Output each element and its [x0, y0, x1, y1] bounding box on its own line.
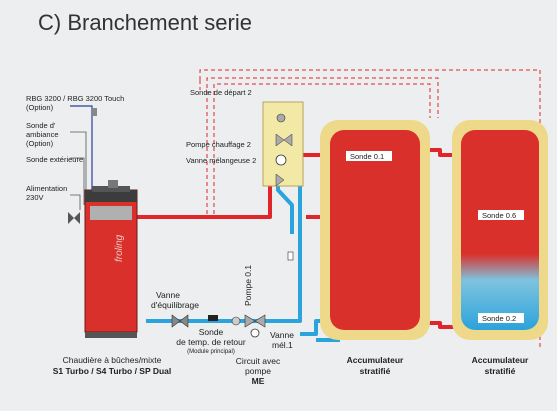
acc2-caption-1: Accumulateur	[472, 355, 529, 365]
heating-circuit-module	[262, 101, 304, 187]
boiler-brand: froling	[114, 234, 125, 262]
sonde-ext: Sonde extérieure	[26, 155, 83, 164]
circuit-caption-3: ME	[252, 376, 265, 386]
vanne-eq-2: d'équilibrage	[151, 300, 199, 310]
pump01-icon	[231, 316, 241, 326]
pompe-chauff: Pompe chauffage 2	[186, 140, 251, 149]
sonde06-label: Sonde 0.6	[482, 211, 516, 220]
page-title: C) Branchement serie	[38, 10, 252, 35]
sonde01-box	[346, 151, 392, 161]
sonde-amb-3: (Option)	[26, 139, 54, 148]
acc1-caption-2: stratifié	[360, 366, 391, 376]
storage-tank-2	[452, 120, 548, 340]
alim-1: Alimentation	[26, 184, 67, 193]
sonde-ret-3: (Module principal)	[187, 349, 235, 355]
mixing-valve-icon	[244, 314, 266, 328]
alim-2: 230V	[26, 193, 44, 202]
circuit-caption-1: Circuit avec	[236, 356, 281, 366]
acc2-caption-2: stratifié	[485, 366, 516, 376]
vanne-mel1-1: Vanne	[270, 330, 294, 340]
sonde-amb-2: ambiance	[26, 130, 59, 139]
vanne-mel1-2: mél.1	[272, 340, 293, 350]
rbg-label: RBG 3200 / RBG 3200 Touch	[26, 94, 124, 103]
sonde02-label: Sonde 0.2	[482, 314, 516, 323]
rbg-option: (Option)	[26, 103, 54, 112]
sonde-amb-1: Sonde d'	[26, 121, 56, 130]
sonde01-label: Sonde 0.1	[350, 152, 384, 161]
storage-tank-1	[320, 120, 430, 340]
pompe01-label: Pompe 0.1	[243, 265, 253, 306]
sonde06-box	[478, 210, 524, 220]
sonde-ret-2: de temp. de retour	[176, 337, 246, 347]
vanne-eq-1: Vanne	[156, 290, 180, 300]
check-valve-icon	[287, 251, 294, 261]
return-sensor-icon	[208, 315, 218, 321]
mixing-valve1-icon	[250, 328, 260, 338]
sensor-cables	[70, 131, 87, 210]
sonde02-box	[478, 313, 524, 323]
boiler: froling	[84, 180, 138, 338]
boiler-caption-1: Chaudière à bûches/mixte	[63, 355, 162, 365]
acc1-caption-1: Accumulateur	[347, 355, 404, 365]
balancing-valve-icon	[171, 314, 189, 328]
rbg-device	[92, 108, 97, 116]
signal-lines	[199, 69, 541, 348]
boiler-caption-2: S1 Turbo / S4 Turbo / SP Dual	[53, 366, 172, 376]
circuit-caption-2: pompe	[245, 366, 271, 376]
rbg-cable	[70, 105, 93, 195]
sonde-depart: Sonde de départ 2	[190, 88, 252, 97]
sonde-ret-1: Sonde	[199, 327, 224, 337]
thermal-valve-icon	[68, 212, 80, 224]
vanne-mel2: Vanne mélangeuse 2	[186, 156, 256, 165]
